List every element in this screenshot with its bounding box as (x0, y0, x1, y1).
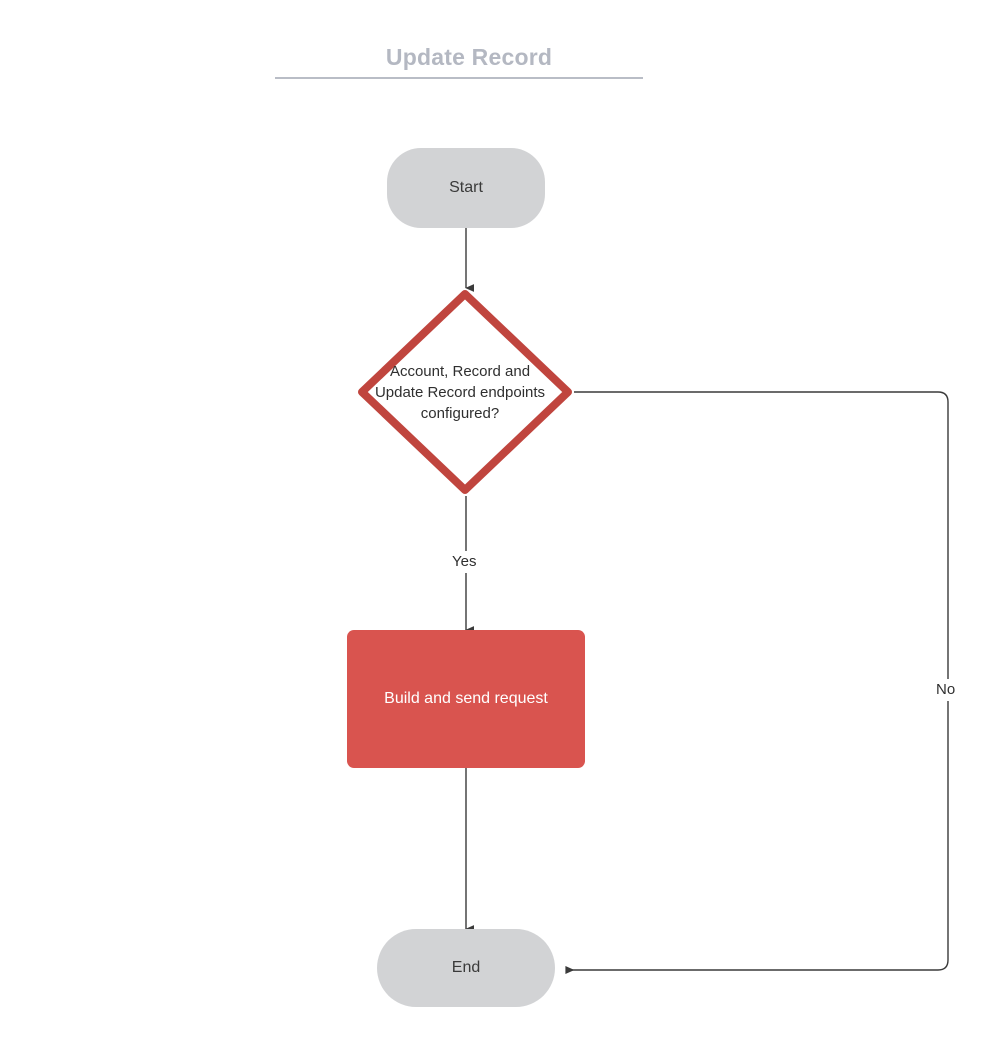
edge-label-no: No (932, 679, 960, 701)
node-end[interactable]: End (377, 929, 555, 1007)
diamond-shape-icon (358, 290, 572, 494)
node-start[interactable]: Start (387, 148, 545, 228)
node-decision[interactable]: Account, Record and Update Record endpoi… (356, 288, 574, 496)
edge-label-yes: Yes (448, 551, 481, 573)
node-end-label: End (451, 959, 481, 976)
node-decision-label: Account, Record and Update Record endpoi… (374, 362, 546, 422)
edge-decision-no-to-end (565, 391, 949, 974)
node-build-and-send-request[interactable]: Build and send request (347, 630, 585, 768)
title-underline-divider (275, 77, 643, 79)
page-title: Update Record (385, 44, 553, 70)
node-start-label: Start (449, 179, 483, 196)
node-build-label: Build and send request (384, 690, 548, 707)
